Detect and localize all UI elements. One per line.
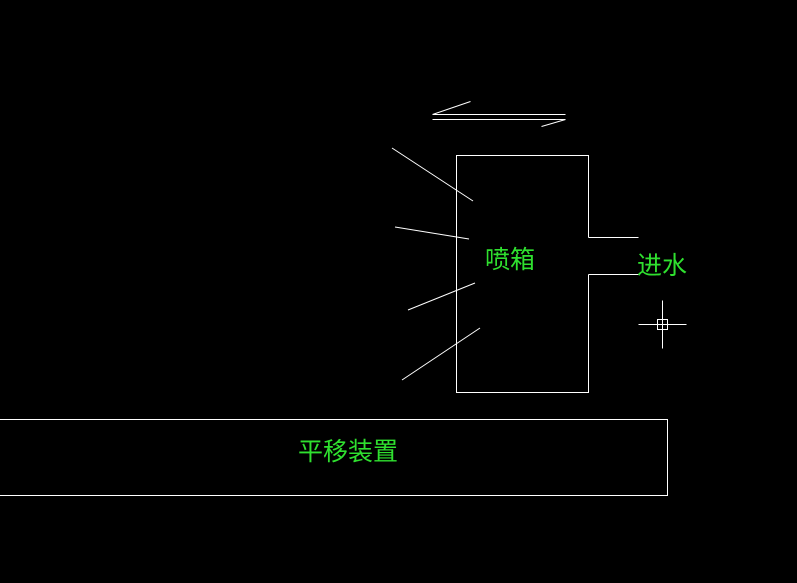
spray-box-label: 喷箱 (485, 245, 535, 274)
spray-line (391, 147, 474, 202)
spray-line (401, 327, 481, 381)
spray-lines (391, 147, 481, 381)
spray-box-shape[interactable] (456, 155, 639, 393)
spray-line (407, 282, 476, 311)
translation-device-shape[interactable] (0, 419, 668, 496)
crosshair-icon (638, 300, 687, 349)
water-inlet-label: 进水 (637, 251, 687, 280)
translation-device-label: 平移装置 (298, 437, 398, 466)
double-arrow-icon (432, 101, 566, 127)
spray-line (394, 226, 470, 240)
